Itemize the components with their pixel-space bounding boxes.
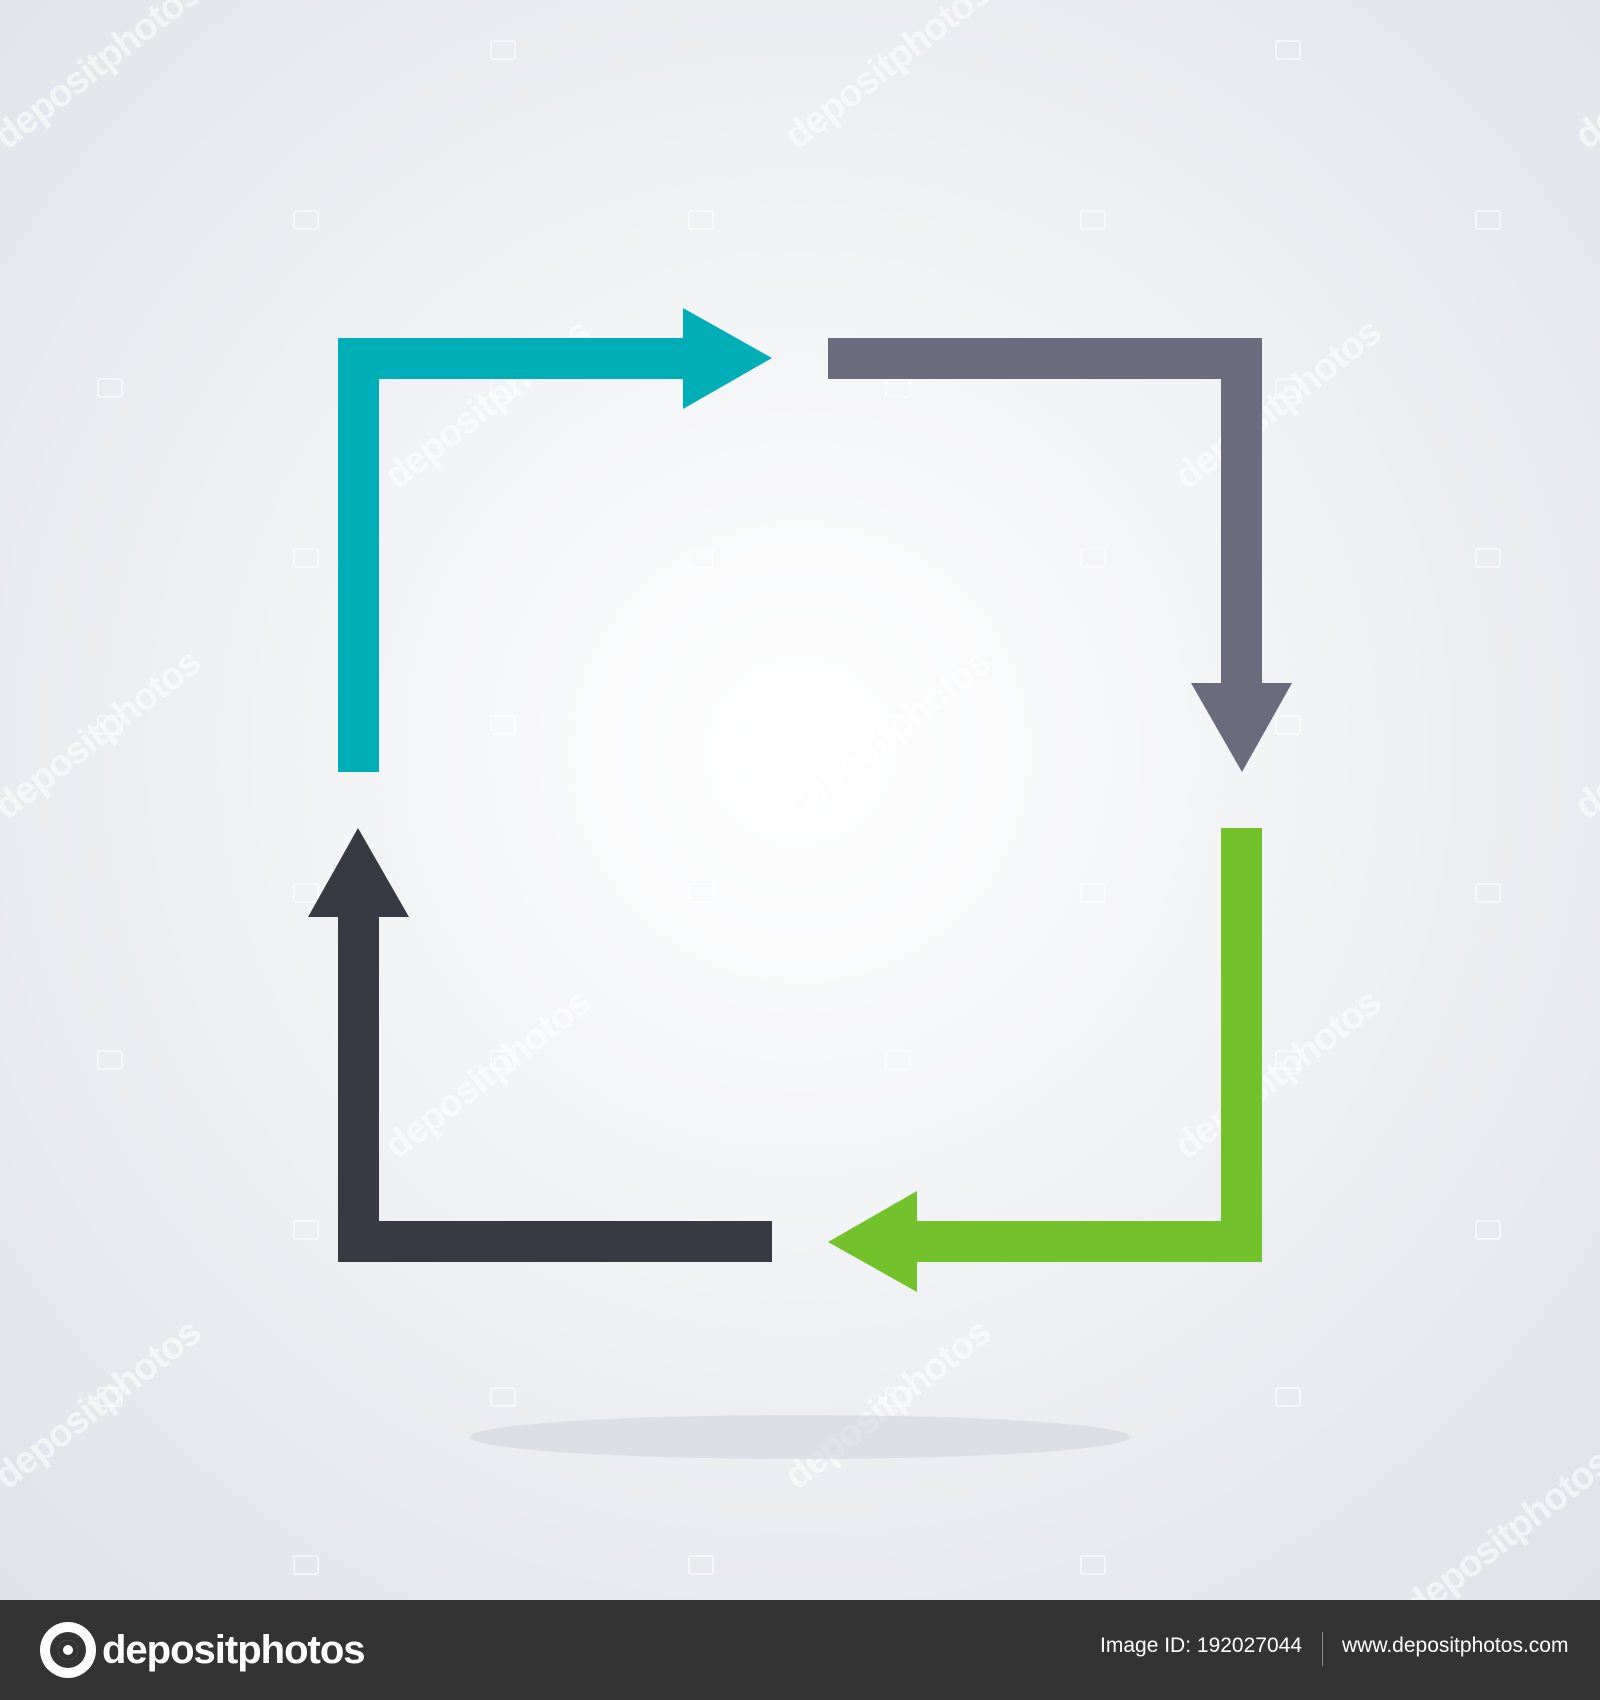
site-url[interactable]: www.depositphotos.com (1342, 1634, 1569, 1657)
footer-bar: depositphotos Image ID: 192027044 www.de… (0, 1600, 1600, 1700)
watermark-camera-icon (1275, 378, 1301, 398)
watermark-camera-icon (885, 1387, 911, 1407)
watermark-camera-icon (97, 715, 123, 735)
watermark-camera-icon (1275, 1387, 1301, 1407)
watermark-camera-icon (293, 883, 319, 903)
arrow-top-left (338, 308, 772, 772)
watermark-camera-icon (97, 1050, 123, 1070)
watermark-camera-icon (1475, 883, 1501, 903)
arrow-bottom-right-head (828, 1191, 917, 1292)
logo-text: depositphotos (102, 1627, 366, 1672)
arrow-top-right-head (1191, 683, 1292, 772)
image-id-label: Image ID: 192027044 (1100, 1634, 1302, 1657)
watermark-camera-icon (1080, 548, 1106, 568)
watermark-camera-icon (1275, 715, 1301, 735)
watermark-camera-icon (885, 715, 911, 735)
watermark-camera-icon (1275, 40, 1301, 60)
cycle-diagram (308, 308, 1292, 1459)
arrow-bottom-right (828, 828, 1262, 1292)
arrow-top-right (828, 338, 1292, 772)
watermark-camera-icon (490, 1050, 516, 1070)
watermark-camera-icon (490, 40, 516, 60)
watermark-camera-icon (688, 210, 714, 230)
watermark-camera-icon (1080, 210, 1106, 230)
arrow-bottom-left-head (308, 828, 409, 917)
watermark-camera-icon (293, 210, 319, 230)
watermark-camera-icon (688, 1555, 714, 1575)
watermark-camera-icon (490, 1387, 516, 1407)
watermark-camera-icon (1475, 210, 1501, 230)
watermark-camera-icon (1475, 1220, 1501, 1240)
camera-lens-icon (40, 1622, 96, 1678)
watermark-camera-icon (885, 1050, 911, 1070)
footer-divider (1322, 1632, 1323, 1666)
watermark-camera-icon (293, 548, 319, 568)
diagram-shadow (470, 1415, 1130, 1459)
watermark-camera-icon (293, 1220, 319, 1240)
watermark-camera-icon (1080, 1555, 1106, 1575)
watermark-camera-icon (1475, 548, 1501, 568)
arrow-bottom-left (308, 828, 772, 1262)
watermark-camera-icon (688, 548, 714, 568)
watermark-camera-icon (1275, 1050, 1301, 1070)
watermark-camera-icon (97, 1387, 123, 1407)
watermark-camera-icon (490, 715, 516, 735)
watermark-camera-icon (688, 883, 714, 903)
watermark-camera-icon (97, 378, 123, 398)
watermark-camera-icon (1080, 883, 1106, 903)
depositphotos-logo[interactable]: depositphotos (40, 1622, 366, 1678)
arrow-top-left-head (683, 308, 772, 409)
watermark-camera-icon (293, 1555, 319, 1575)
